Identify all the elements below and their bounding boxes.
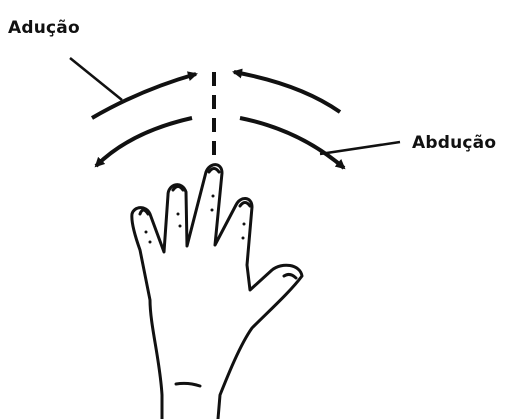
hand-icon [132, 165, 302, 419]
adduction-leader-line [70, 58, 122, 100]
abduction-leader-line [320, 142, 400, 154]
abduction-arrows [96, 118, 344, 168]
